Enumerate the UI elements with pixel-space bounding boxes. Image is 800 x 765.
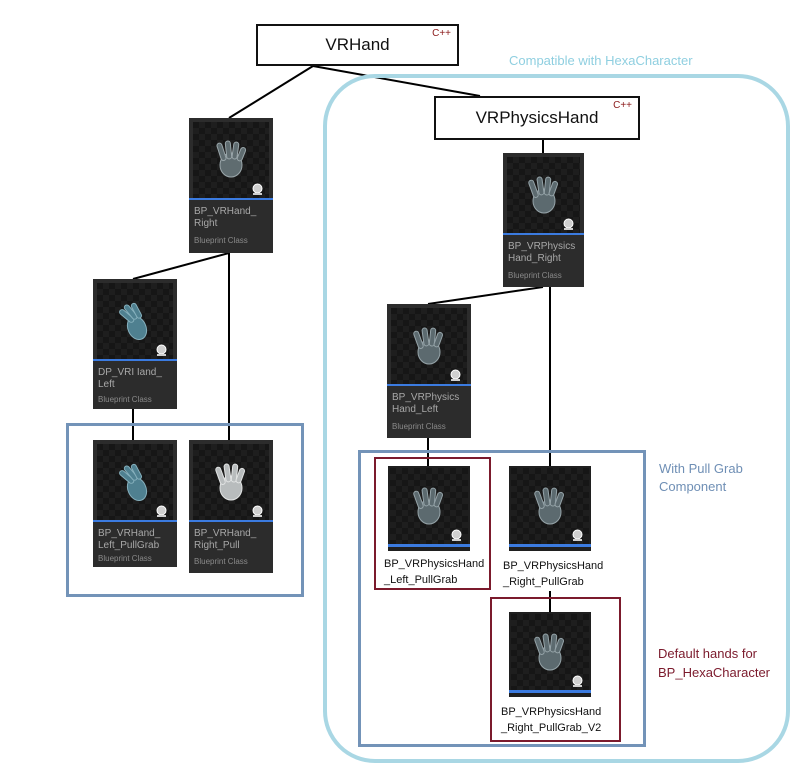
region-label: Compatible with HexaCharacter [509, 53, 693, 68]
asset-type-bar [93, 359, 177, 361]
asset-type: Blueprint Class [194, 236, 248, 245]
asset-type-bar [189, 198, 273, 200]
glove-icon [413, 487, 444, 525]
edge-vrhand-physics [312, 65, 481, 97]
glove-icon [413, 327, 444, 365]
cpp-tag: C++ [613, 100, 632, 111]
edge-physright-physleft [427, 286, 544, 305]
asset-preview [511, 614, 589, 690]
asset-name: BP_VRHand_ Left_PullGrab [98, 528, 161, 551]
asset-name: BP_VRHand_ Right_Pull [194, 528, 257, 551]
glove-icon [534, 633, 565, 671]
edge-vrhand-right [228, 65, 314, 119]
asset-type-bar [93, 520, 177, 522]
asset-bp-vrhand-right-pull[interactable]: BP_VRHand_ Right_Pull Blueprint Class [189, 440, 273, 573]
glove-icon [215, 463, 246, 501]
asset-bp-vrphysicshand-right[interactable]: BP_VRPhysics Hand_Right Blueprint Class [503, 153, 584, 287]
glove-icon [119, 302, 148, 341]
asset-type: Blueprint Class [508, 271, 562, 280]
asset-type-bar [503, 233, 584, 235]
blueprint-badge-icon [572, 675, 583, 687]
asset-type: Blueprint Class [98, 395, 152, 404]
asset-type-bar [388, 544, 470, 547]
glove-icon [527, 176, 558, 214]
asset-type-bar [189, 520, 273, 522]
asset-type: Blueprint Class [194, 557, 248, 566]
asset-preview [193, 444, 269, 520]
asset-preview [390, 468, 468, 544]
glove-icon [119, 463, 148, 502]
asset-preview [97, 283, 173, 359]
asset-bp-vrphysicshand-right-pullgrab[interactable] [509, 466, 591, 551]
blueprint-badge-icon [252, 183, 263, 195]
vrphysicshand-class-box[interactable]: VRPhysicsHand C++ [434, 96, 640, 140]
asset-name: BP_VRPhysics Hand_Right [508, 241, 576, 264]
asset-type-bar [509, 690, 591, 693]
cpp-tag: C++ [432, 28, 451, 39]
asset-name: BP_VRPhysicsHand _Right_PullGrab_V2 [501, 706, 602, 734]
edge-right-left [132, 252, 230, 280]
asset-bp-vrphysicshand-left[interactable]: BP_VRPhysics Hand_Left Blueprint Class [387, 304, 471, 438]
class-name: VRPhysicsHand [475, 108, 599, 127]
blueprint-badge-icon [156, 505, 167, 517]
asset-name: BP_VRPhysicsHand _Left_PullGrab [384, 558, 485, 586]
class-name: VRHand [325, 35, 390, 54]
blueprint-badge-icon [450, 369, 461, 381]
blueprint-badge-icon [563, 218, 574, 230]
asset-preview [507, 157, 580, 233]
asset-name: BP_VRPhysicsHand _Right_PullGrab [503, 560, 604, 588]
asset-name: BP_VRHand_ Right [194, 206, 257, 229]
asset-type-bar [387, 384, 471, 386]
asset-bp-vrhand-left-pullgrab[interactable]: BP_VRHand_ Left_PullGrab Blueprint Class [93, 440, 177, 567]
asset-preview [97, 444, 173, 520]
asset-name: BP_VRPhysics Hand_Left [392, 392, 460, 415]
physics-pullgrab-group [358, 450, 646, 747]
blueprint-badge-icon [156, 344, 167, 356]
pullgrab-group-label: With Pull Grab Component [659, 461, 743, 494]
left-pullgrab-highlight [374, 457, 491, 590]
blueprint-badge-icon [572, 529, 583, 541]
asset-type: Blueprint Class [98, 554, 152, 563]
asset-bp-vrphysicshand-left-pullgrab[interactable] [388, 466, 470, 551]
default-hands-label: Default hands for BP_HexaCharacter [658, 646, 770, 680]
asset-name: DP_VRI Iand_ Left [98, 367, 162, 390]
glove-icon [216, 140, 247, 178]
asset-type-bar [509, 544, 591, 547]
asset-preview [391, 308, 467, 384]
asset-preview [193, 122, 269, 198]
asset-preview [511, 468, 589, 544]
hexacharacter-compatible-region [323, 74, 790, 763]
asset-type: Blueprint Class [392, 422, 446, 431]
blueprint-badge-icon [252, 505, 263, 517]
asset-bp-vrphysicshand-right-pullgrab-v2[interactable] [509, 612, 591, 697]
glove-icon [534, 487, 565, 525]
left-pullgrab-group [66, 423, 304, 597]
asset-bp-vrhand-right[interactable]: BP_VRHand_ Right Blueprint Class [189, 118, 273, 253]
default-v2-highlight [490, 597, 621, 742]
asset-bp-vrhand-left[interactable]: DP_VRI Iand_ Left Blueprint Class [93, 279, 177, 409]
blueprint-badge-icon [451, 529, 462, 541]
vrhand-class-box[interactable]: VRHand C++ [256, 24, 459, 66]
